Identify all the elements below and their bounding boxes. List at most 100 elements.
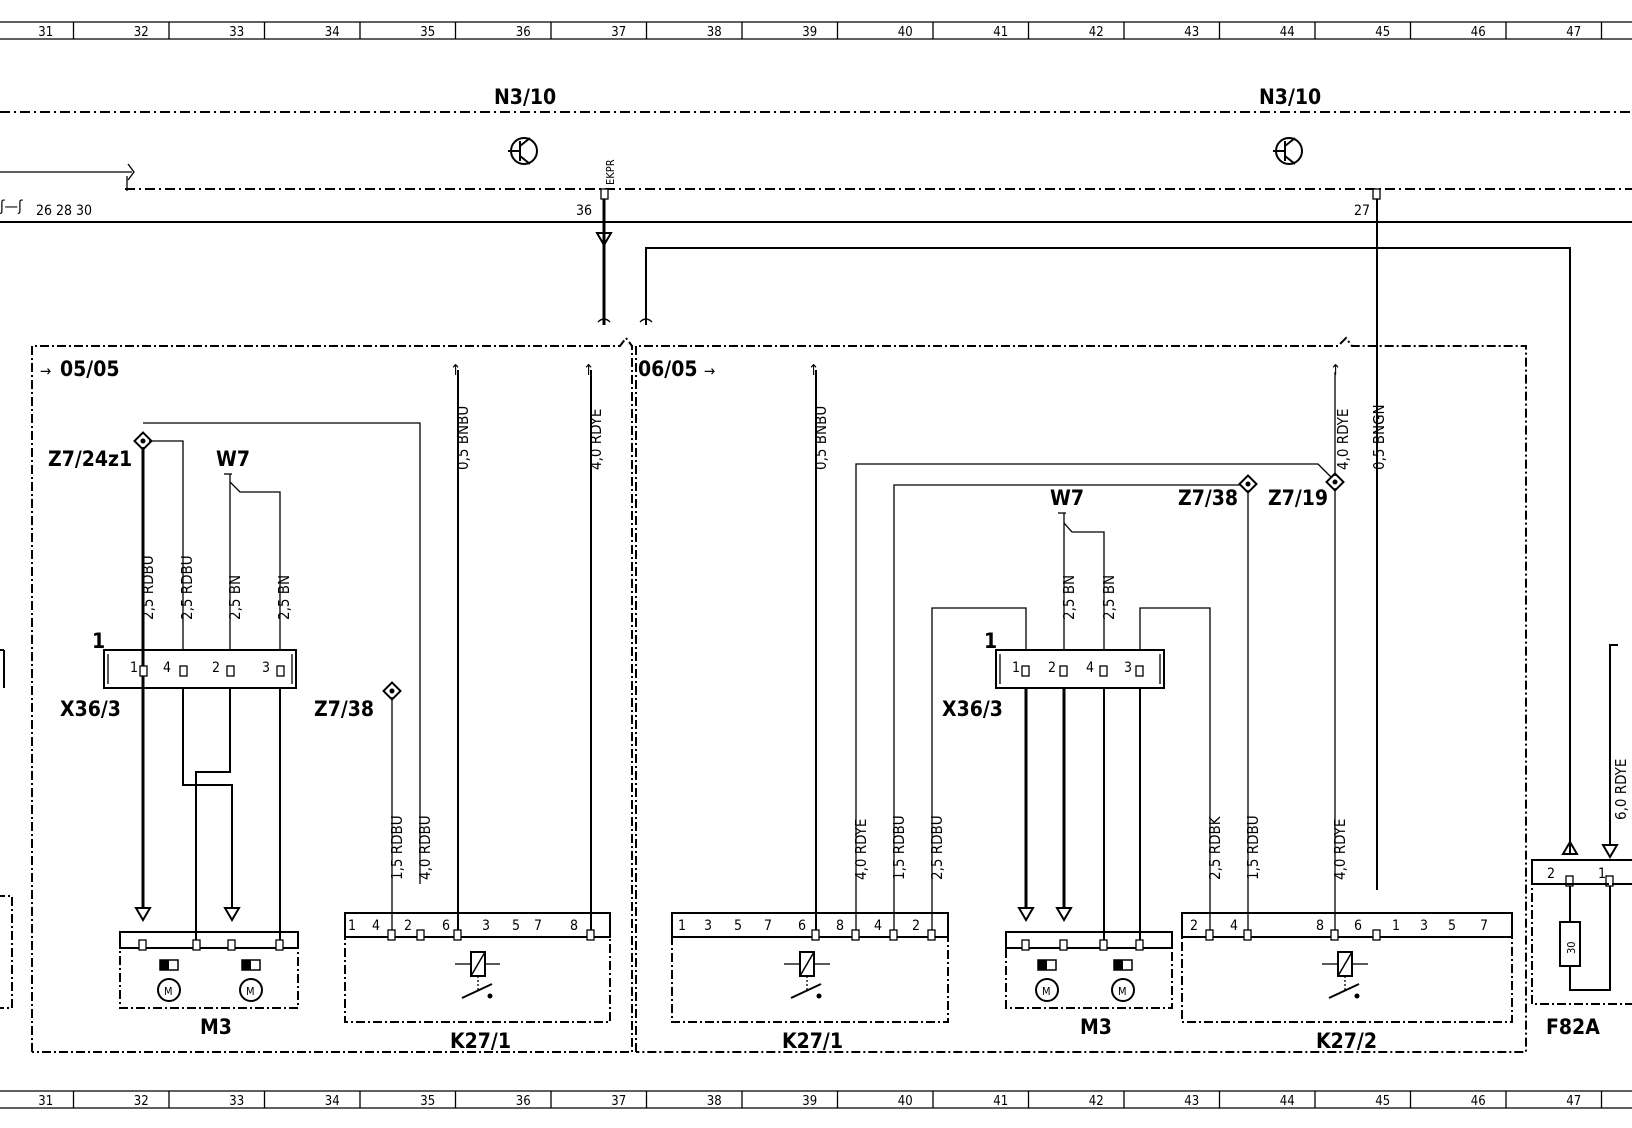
w7-left-label: W7: [216, 447, 250, 471]
group-ref-06-05: 06/05: [638, 357, 697, 381]
relay-pin: 3: [704, 918, 712, 934]
svg-text:M: M: [1042, 985, 1051, 998]
connector-pin: 1: [130, 660, 138, 676]
relay-pin: 1: [678, 918, 686, 934]
column-number: 37: [611, 1094, 626, 1109]
svg-text:M: M: [246, 985, 255, 998]
column-number: 39: [802, 1094, 817, 1109]
bus-pins-left: 26 28 30: [36, 203, 92, 219]
wire-label: 4,0 RDYE: [1334, 409, 1352, 470]
column-number: 32: [134, 25, 149, 40]
right-group: 06/05 → ↑ 0,5 BNBU ↑ 4,0 RDYE 0,5 BNGN Z…: [635, 336, 1527, 1053]
motor-icon: M: [157, 959, 181, 1002]
wire-label: 2,5 RDBU: [178, 555, 196, 620]
relay-pin: 5: [512, 918, 520, 934]
z7-19-label: Z7/19: [1268, 486, 1328, 510]
column-number: 40: [898, 25, 913, 40]
connector-pin: 2: [1048, 660, 1056, 676]
splice-icon: [1238, 474, 1258, 494]
column-number: 47: [1566, 25, 1581, 40]
z7-38-left-label: Z7/38: [314, 697, 374, 721]
splice-icon: [1325, 472, 1345, 492]
relay-pin: 7: [764, 918, 772, 934]
svg-text:M: M: [164, 985, 173, 998]
ref-arrow: ↑: [583, 361, 594, 379]
wire-label: 2,5 BN: [275, 575, 293, 620]
column-number: 45: [1375, 1094, 1390, 1109]
relay-coil-icon: [1322, 951, 1368, 999]
relay-k27-1-right: K27/1: [782, 1029, 843, 1053]
column-number: 33: [229, 25, 244, 40]
connector-pin: 4: [1086, 660, 1094, 676]
n3-10-left-label: N3/10: [494, 85, 556, 109]
relay-pin: 6: [1354, 918, 1362, 934]
column-number: 44: [1280, 25, 1295, 40]
bus-pin-36: 36: [576, 203, 592, 219]
wire-label: 1,5 RDBU: [388, 815, 406, 880]
column-number: 32: [134, 1094, 149, 1109]
relay-pin: 6: [442, 918, 450, 934]
ref-arrow: ↑: [808, 361, 819, 379]
column-number: 41: [993, 25, 1008, 40]
wire-label: 2,5 BN: [226, 575, 244, 620]
fuse-pin: 1: [1598, 866, 1606, 882]
relay-pin: 6: [798, 918, 806, 934]
connector-index: 1: [92, 629, 105, 653]
relay-coil-icon: [455, 951, 500, 999]
n3-10-right-label: N3/10: [1259, 85, 1321, 109]
connector-pin: 2: [212, 660, 220, 676]
wire-label: 1,5 RDBU: [890, 815, 908, 880]
group-ref-05-05: 05/05: [60, 357, 119, 381]
left-group: → 05/05 Z7/24z1 W7 2,5 RDBU 2,5 RDBU 2,5…: [31, 336, 633, 1053]
fuse-value: 30: [1565, 941, 1578, 954]
ref-arrow-right: →: [704, 362, 715, 380]
wire-label: 2,5 BN: [1100, 575, 1118, 620]
relay-k27-1-left: K27/1: [450, 1029, 511, 1053]
bus-pin-27: 27: [1354, 203, 1370, 219]
column-number: 33: [229, 1094, 244, 1109]
column-number: 46: [1471, 1094, 1486, 1109]
column-number: 31: [38, 25, 53, 40]
column-number: 43: [1184, 1094, 1199, 1109]
relay-pin: 7: [534, 918, 542, 934]
relay-pin: 8: [1316, 918, 1324, 934]
column-number: 37: [611, 25, 626, 40]
splice-icon: [133, 431, 153, 451]
column-number: 42: [1089, 1094, 1104, 1109]
column-number: 35: [420, 1094, 435, 1109]
relay-pin: 5: [1448, 918, 1456, 934]
relay-pin: 8: [570, 918, 578, 934]
wire-label: 2,5 RDBK: [1206, 815, 1224, 880]
relay-pin: 7: [1480, 918, 1488, 934]
ref-arrow: ↑: [1330, 361, 1341, 379]
column-number: 34: [325, 25, 340, 40]
connector-pin: 3: [262, 660, 270, 676]
left-edge-fragments: [0, 649, 13, 1009]
column-number: 46: [1471, 25, 1486, 40]
relay-pin: 2: [1190, 918, 1198, 934]
fuse-box-f82a: 6,0 RDYE 2 1 30 F82A: [1531, 644, 1632, 1039]
ekpr-label: EKPR: [604, 159, 617, 185]
column-number: 47: [1566, 1094, 1581, 1109]
column-number: 38: [707, 1094, 722, 1109]
relay-pin: 4: [372, 918, 380, 934]
connector-x36-3-right: X36/3: [942, 697, 1003, 721]
relay-pin: 1: [1392, 918, 1400, 934]
motor-m3-right: M3: [1080, 1015, 1112, 1039]
ref-arrow: ↑: [450, 361, 461, 379]
column-number: 34: [325, 1094, 340, 1109]
column-number: 41: [993, 1094, 1008, 1109]
column-number: 36: [516, 1094, 531, 1109]
relay-pin: 4: [1230, 918, 1238, 934]
relay-pin: 8: [836, 918, 844, 934]
transistor-icon: [1273, 137, 1303, 165]
wire-label: 4,0 RDYE: [587, 409, 605, 470]
connector-pin: 4: [163, 660, 171, 676]
fuse-box-label: F82A: [1546, 1015, 1600, 1039]
column-number: 42: [1089, 25, 1104, 40]
connector-pin: 3: [1124, 660, 1132, 676]
bus-area: ʃ—ʃ 26 28 30 N3/10 N3/10 36 EKPR 27: [0, 85, 1632, 890]
fuse-pin: 2: [1547, 866, 1555, 882]
